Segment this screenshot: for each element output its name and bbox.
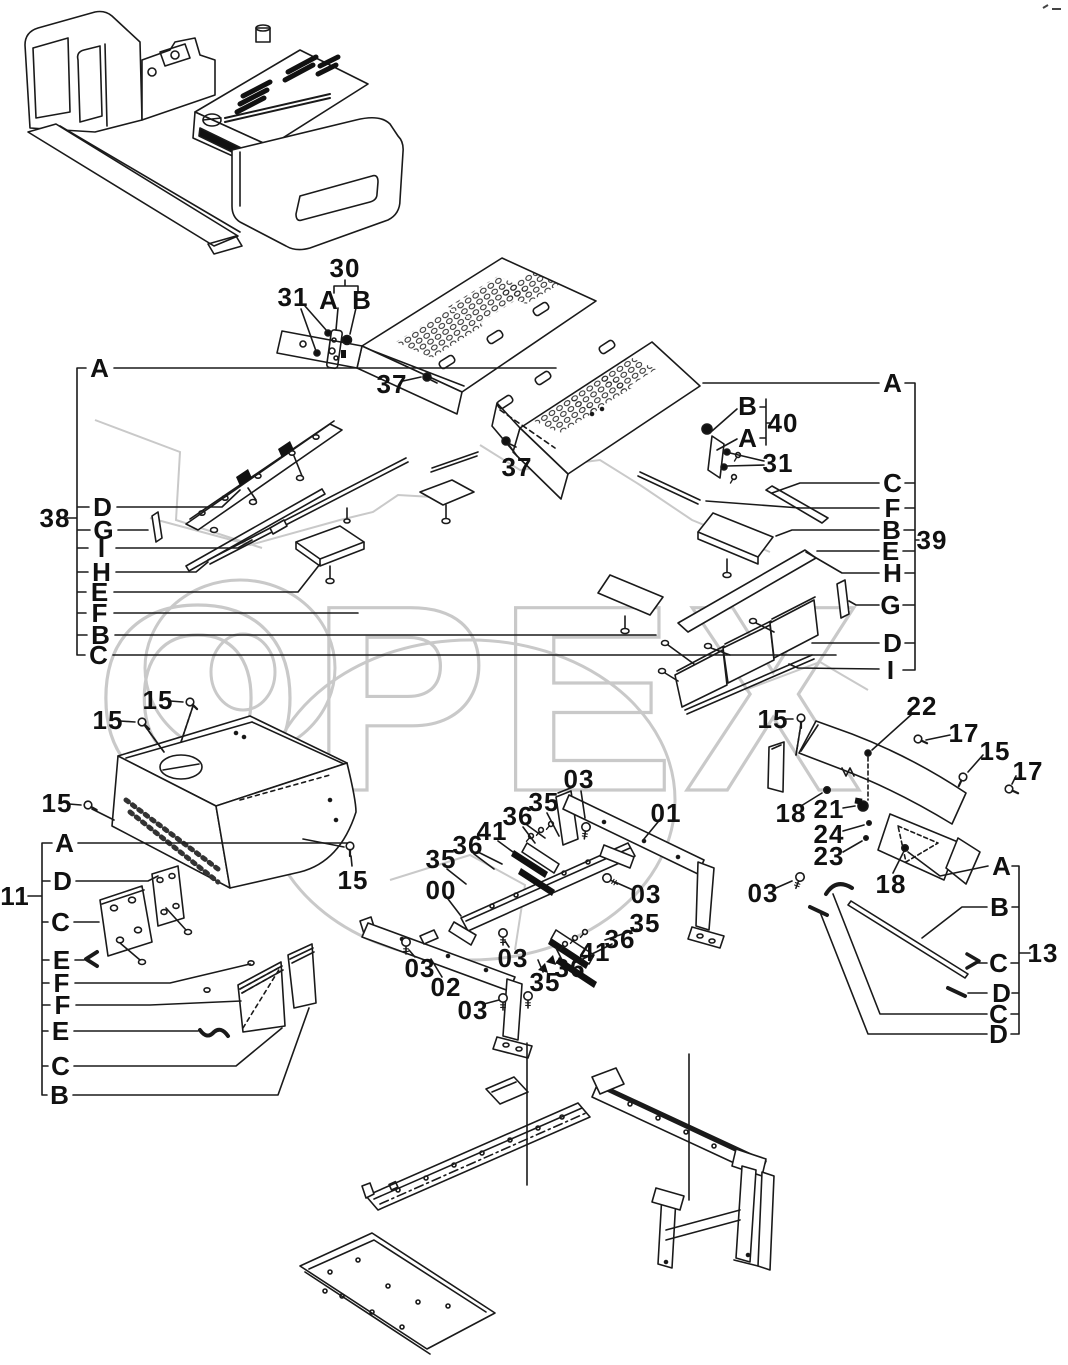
stack38-letter: I (97, 533, 107, 563)
corner-artifact (1042, 4, 1061, 10)
stack38-letter: B (91, 620, 111, 650)
stack38-letter: F (91, 598, 109, 628)
stack38-letter: G (93, 515, 115, 545)
stack39-letter: E (881, 536, 901, 566)
callout-41: 41 (579, 937, 611, 967)
callout-24: 24 (813, 819, 845, 849)
callout-36: 36 (554, 953, 586, 983)
excavator-overview (24, 10, 404, 255)
callout-03: 03 (630, 879, 662, 909)
stack13-letter: B (990, 892, 1010, 922)
callout-37: 37 (501, 452, 533, 482)
stack13-letter: C (989, 999, 1009, 1029)
callout-21: 21 (813, 794, 845, 824)
callout-leaders (27, 279, 1031, 1096)
callout-35: 35 (425, 844, 457, 874)
callout-35: 35 (529, 967, 561, 997)
callout-00: 00 (425, 875, 457, 905)
callout-31: 31 (762, 448, 794, 478)
stack38-letter: H (92, 557, 112, 587)
callout-17: 17 (948, 718, 980, 748)
support-frame-center (359, 786, 725, 1059)
stack38-letter: D (93, 492, 113, 522)
callout-41: 41 (476, 816, 508, 846)
callout-01: 01 (650, 798, 682, 828)
callout-15: 15 (92, 705, 124, 735)
callout-18: 18 (875, 869, 907, 899)
stack11-letter: E (52, 945, 72, 975)
stack13-letter: A (992, 851, 1012, 881)
callout-15: 15 (337, 865, 369, 895)
stack39-letter: F (884, 493, 902, 523)
stack11-letter: B (50, 1080, 70, 1110)
stack11-letter: F (53, 968, 71, 998)
callout-36: 36 (502, 801, 534, 831)
callout-ab: A B (319, 285, 375, 315)
callout-15: 15 (757, 704, 789, 734)
callout-03: 03 (457, 995, 489, 1025)
stack11-letter: F (54, 990, 72, 1020)
callout-17: 17 (1012, 756, 1044, 786)
callout-02: 02 (430, 972, 462, 1002)
rod-parts-right (808, 882, 981, 998)
callout-18: 18 (775, 798, 807, 828)
callout-03: 03 (404, 953, 436, 983)
callout-30: 30 (329, 253, 361, 283)
callout-36: 36 (452, 830, 484, 860)
callout-22: 22 (906, 691, 938, 721)
callout-23: 23 (813, 841, 845, 871)
stack39-letter: G (880, 590, 902, 620)
stack11-letter: C (51, 1051, 71, 1081)
stack13-letter: C (989, 948, 1009, 978)
stack11-letter: E (51, 1016, 71, 1046)
perforated-cover-top (276, 257, 597, 415)
callout-35: 35 (528, 787, 560, 817)
engine-side-cover-left (111, 715, 357, 889)
stack38-letter: E (90, 577, 110, 607)
callout-15: 15 (41, 788, 73, 818)
perforated-cover-right (491, 339, 743, 500)
stack39-letter: H (883, 558, 903, 588)
callout-36: 36 (604, 924, 636, 954)
group-label-38: 38 (39, 503, 71, 533)
callout-31: 31 (277, 282, 309, 312)
stack39-letter: C (883, 468, 903, 498)
callout-40: 40 (767, 408, 799, 438)
stack39-letter: B (882, 515, 902, 545)
stack11-letter: C (51, 907, 71, 937)
stack39-letter: D (883, 628, 903, 658)
group-label-13: 13 (1027, 938, 1059, 968)
side-cover-right (767, 720, 981, 885)
callout-a: A (738, 423, 758, 453)
stack11-letter: A (55, 828, 75, 858)
callout-35: 35 (629, 908, 661, 938)
group-label-39: 39 (916, 525, 948, 555)
mounting-plates-left (84, 865, 317, 1038)
stack13-letter: D (992, 978, 1012, 1008)
stack38-letter: C (89, 640, 109, 670)
floor-frame-bottom (299, 1042, 775, 1355)
callout-03: 03 (563, 764, 595, 794)
callout-15: 15 (979, 736, 1011, 766)
fasteners (81, 329, 1021, 1011)
stack39-letter: A (883, 368, 903, 398)
stack13-letter: D (989, 1019, 1009, 1049)
group-label-11: 11 (0, 881, 30, 911)
stack11-letter: D (53, 866, 73, 896)
callout-37: 37 (376, 369, 408, 399)
callout-b: B (738, 391, 758, 421)
callout-15: 15 (142, 685, 174, 715)
callout-03: 03 (747, 878, 779, 908)
stack38-letter: A (90, 353, 110, 383)
stack39-letter: I (886, 655, 896, 685)
callout-03: 03 (497, 943, 529, 973)
trim-parts-right (597, 471, 850, 715)
